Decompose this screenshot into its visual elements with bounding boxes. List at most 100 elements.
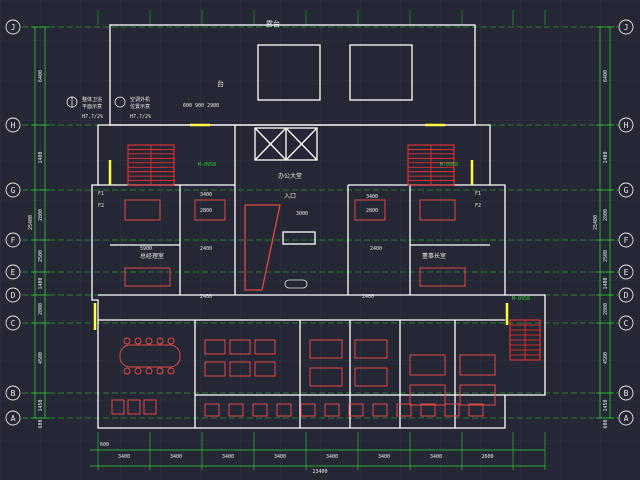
right-dim: 1400: [603, 151, 609, 163]
col-3000-label: 3000: [296, 211, 308, 217]
bottom-dim: 3400: [222, 454, 234, 460]
marker-circle-icon: [114, 96, 126, 108]
tag-left-2: F2: [98, 203, 104, 209]
left-total: 25400: [28, 215, 34, 230]
right-dim: 4500: [603, 352, 609, 364]
axis-label: C: [11, 319, 16, 328]
left-dim: 1450: [38, 399, 44, 411]
left-dim: 2800: [38, 303, 44, 315]
r-2800-label: 2800: [366, 208, 378, 214]
notes: 整体卫浴 平面示意 H7.7/2% 空调外机 位置示意 H7.7/2%: [66, 96, 151, 120]
axis-label: B: [624, 389, 629, 398]
axis-bubble-D-left: D: [5, 287, 21, 303]
bottom-dim: 3400: [326, 454, 338, 460]
door-tags: M-0958 M-0958 M-0958: [198, 162, 530, 302]
axis-bubble-J-right: J: [618, 19, 634, 35]
axis-bubble-C-left: C: [5, 315, 21, 331]
bottom-total-dim: 23400: [312, 469, 327, 475]
note-small-right: H7.7/2%: [130, 114, 151, 120]
left-dim: 600: [38, 419, 44, 428]
bottom-dim: 3400: [378, 454, 390, 460]
left-dim: 4500: [38, 352, 44, 364]
tag-right-2: F2: [475, 203, 481, 209]
axis-label: F: [11, 236, 16, 245]
axis-bubble-J-left: J: [5, 19, 21, 35]
building-walls: [91, 24, 546, 429]
axis-label: E: [624, 268, 629, 277]
tag-right-1: F1: [475, 191, 481, 197]
axis-label: A: [11, 414, 16, 423]
dim-3400b-label: 3400: [200, 192, 212, 198]
axis-label: J: [11, 23, 16, 32]
right-dim: 1400: [603, 277, 609, 289]
small-2400-d: 2400: [362, 294, 374, 300]
right-dim: 2500: [603, 250, 609, 262]
axis-bubble-H-right: H: [618, 117, 634, 133]
right-total: 25400: [593, 215, 599, 230]
axis-label: H: [624, 121, 629, 130]
axis-bubble-B-left: B: [5, 385, 21, 401]
small-5900: 5900: [140, 246, 152, 252]
left-dim: 6400: [38, 70, 44, 82]
tag-left-1: F1: [98, 191, 104, 197]
right-dim: 600: [603, 419, 609, 428]
axis-bubble-F-left: F: [5, 232, 21, 248]
top-dims-label: 600 900 2900: [183, 103, 219, 109]
axis-bubble-G-right: G: [618, 182, 634, 198]
note-right-1: 空调外机: [130, 96, 150, 103]
small-2400-a: 2400: [200, 246, 212, 252]
right-dim: 1450: [603, 399, 609, 411]
left-dim: 1400: [38, 277, 44, 289]
axis-bubble-G-left: G: [5, 182, 21, 198]
room-right-label: 董事长室: [422, 252, 446, 260]
bottom-dim: 3400: [274, 454, 286, 460]
bottom-dim: 3400: [430, 454, 442, 460]
axis-bubble-C-right: C: [618, 315, 634, 331]
axis-bubble-H-left: H: [5, 117, 21, 133]
door-tag-2: M-0958: [440, 162, 458, 168]
axis-label: B: [11, 389, 16, 398]
lobby-label: 办公大堂: [278, 172, 302, 180]
entrance-label: 入口: [284, 193, 296, 200]
small-2400-c: 2400: [200, 294, 212, 300]
right-dim: 2800: [603, 303, 609, 315]
note-right-2: 位置示意: [130, 103, 150, 110]
axis-label: H: [11, 121, 16, 130]
small-2400-b: 2400: [370, 246, 382, 252]
room-labels: 露台 台 办公大堂 入口 总经理室 董事长室 600 900 2900 3000…: [98, 19, 481, 300]
windows: [93, 123, 509, 330]
door-tag-1: M-0958: [198, 162, 216, 168]
room-left-label: 总经理室: [140, 252, 164, 260]
axis-label: G: [624, 186, 629, 195]
axis-bubble-D-right: D: [618, 287, 634, 303]
axis-bubble-F-right: F: [618, 232, 634, 248]
axis-label: A: [624, 414, 629, 423]
dimension-chains: 6400 1400 2800 2500 1400 2800 4500 1450 600 25400…: [28, 10, 614, 475]
axis-label: G: [11, 186, 16, 195]
bottom-first-dim: 600: [100, 442, 109, 448]
terrace-label-2: 台: [217, 79, 224, 88]
dim-2800b-label: 2800: [200, 208, 212, 214]
axis-bubbles: J J H H G G F F E E D D C C B B A A: [5, 19, 634, 426]
note-small-left: H7.7/2%: [82, 114, 103, 120]
axis-bubble-B-right: B: [618, 385, 634, 401]
note-left-1: 整体卫浴: [82, 96, 102, 103]
bottom-dim: 3400: [170, 454, 182, 460]
note-left-2: 平面示意: [82, 103, 102, 110]
right-dim: 6400: [603, 70, 609, 82]
bottom-dim: 2600: [481, 454, 493, 460]
stair-icon: [127, 144, 541, 361]
right-dim: 2800: [603, 209, 609, 221]
left-dim: 2800: [38, 209, 44, 221]
axis-bubble-A-left: A: [5, 410, 21, 426]
axis-label: F: [624, 236, 629, 245]
axis-bubble-E-left: E: [5, 264, 21, 280]
axis-label: D: [624, 291, 629, 300]
axis-bubble-E-right: E: [618, 264, 634, 280]
axis-label: J: [624, 23, 629, 32]
bottom-dim: 3400: [118, 454, 130, 460]
axis-label: E: [11, 268, 16, 277]
axis-label: D: [11, 291, 16, 300]
left-dim: 1400: [38, 151, 44, 163]
